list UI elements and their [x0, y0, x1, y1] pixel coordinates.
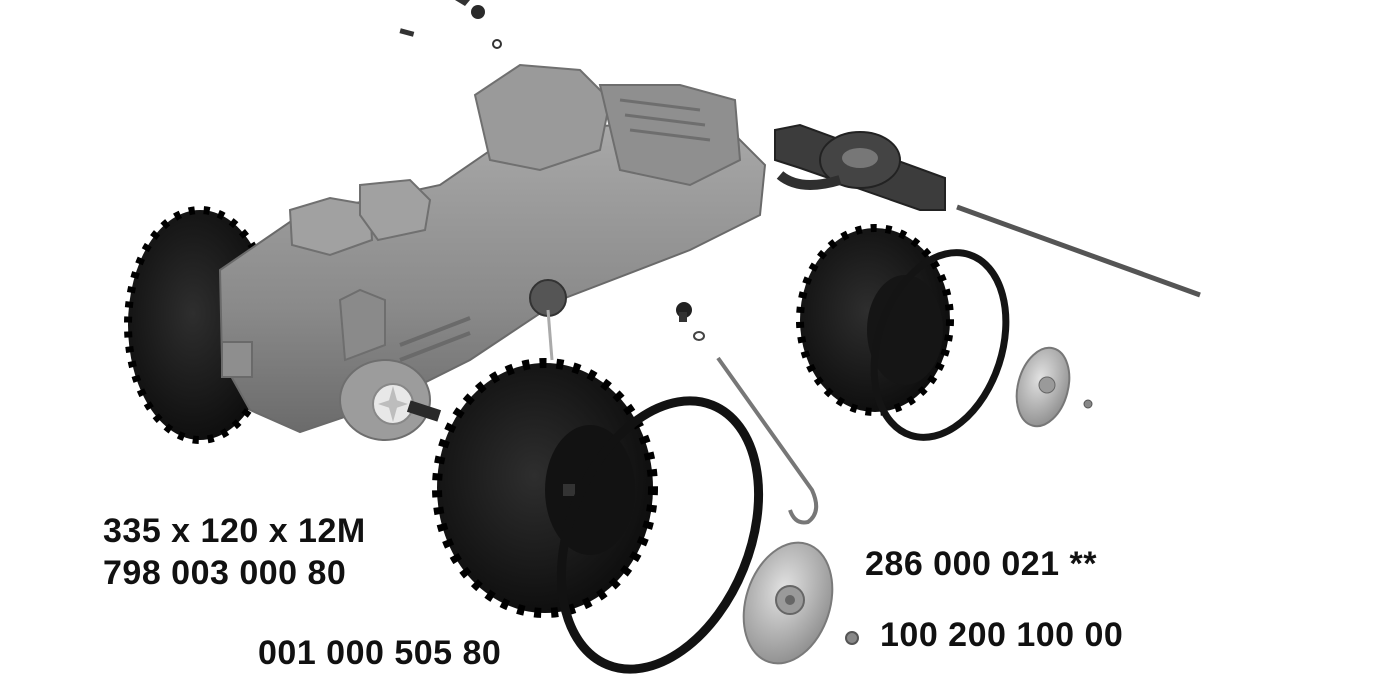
- tractor-body: [218, 63, 767, 441]
- hubcap-part-number: 286 000 021 **: [865, 545, 1097, 583]
- axle-rod: [716, 356, 819, 525]
- tire-size-label: 335 x 120 x 12M: [103, 512, 366, 550]
- small-hubcap: [1015, 346, 1093, 428]
- center-bolt: [676, 302, 705, 341]
- nut-part-number: 100 200 100 00: [880, 616, 1124, 654]
- large-hubcap: [742, 541, 859, 665]
- top-hardware: [399, 0, 502, 49]
- tire-part-number: 798 003 000 80: [103, 554, 347, 592]
- wheel-part-number: 001 000 505 80: [258, 634, 502, 672]
- rear-right-tire: [432, 358, 764, 674]
- front-right-tire: [796, 224, 1010, 441]
- front-axle-bracket: [774, 123, 1201, 298]
